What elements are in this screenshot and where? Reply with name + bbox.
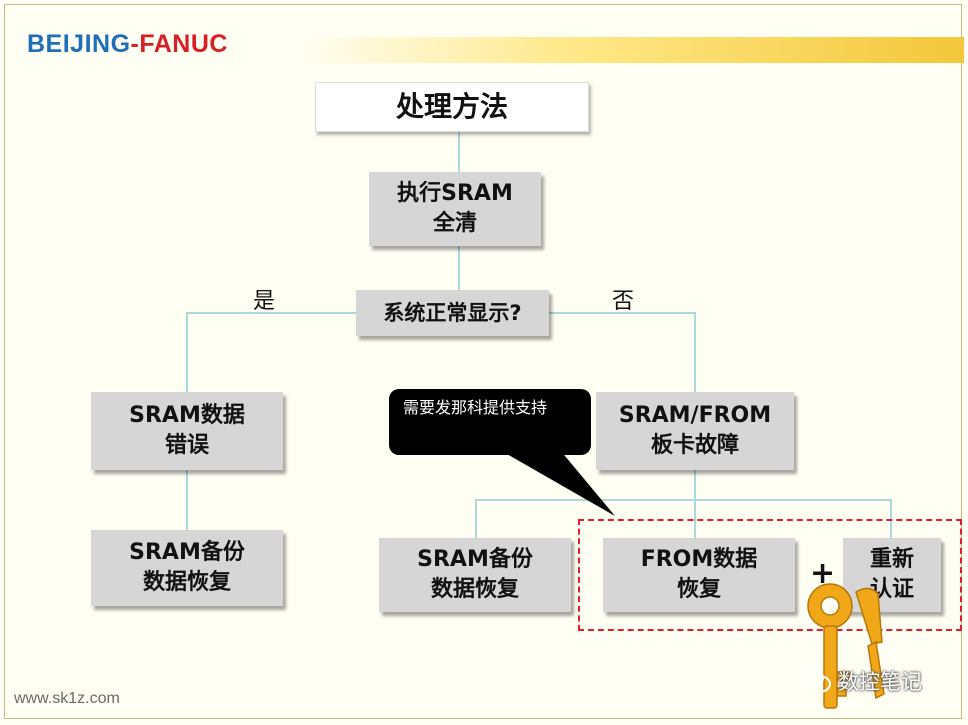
title-box: 处理方法	[315, 82, 589, 132]
left-cause-line-1: SRAM数据	[129, 403, 245, 428]
header-gradient-bar	[300, 37, 964, 63]
wechat-icon	[800, 668, 831, 693]
right-cause-line-1: SRAM/FROM	[618, 403, 772, 428]
left-cause-box: SRAM数据 错误	[91, 392, 283, 470]
key-figure-icon	[807, 583, 885, 709]
decision-box: 系统正常显示?	[356, 290, 549, 336]
support-callout: 需要发那科提供支持	[389, 389, 591, 455]
logo-fanuc: FANUC	[139, 30, 228, 58]
logo: BEIJING-FANUC	[27, 30, 228, 59]
left-action-line-2: 数据恢复	[142, 570, 231, 595]
hardware-action-group	[578, 519, 962, 631]
right-cause-line-2: 板卡故障	[650, 433, 739, 458]
right-action-from-box: FROM数据 恢复	[603, 538, 795, 612]
logo-separator: -	[130, 30, 140, 58]
right-action-reauth-line-1: 重新	[869, 547, 914, 572]
logo-beijing: BEIJING	[27, 30, 131, 58]
callout-text: 需要发那科提供支持	[403, 398, 548, 417]
watermark: 数控笔记	[800, 666, 922, 696]
footer-url: www.sk1z.com	[14, 690, 120, 707]
step-sram-clear: 执行SRAM 全清	[369, 172, 541, 246]
step-line-1: 执行SRAM	[397, 181, 513, 206]
right-action-sram-line-1: SRAM备份	[417, 547, 533, 572]
yes-label: 是	[253, 289, 276, 314]
connector-no	[549, 312, 696, 392]
watermark-text: 数控笔记	[838, 670, 922, 694]
decision-text: 系统正常显示?	[383, 301, 522, 325]
left-action-line-1: SRAM备份	[129, 540, 245, 565]
step-line-2: 全清	[432, 211, 477, 236]
title-text: 处理方法	[395, 90, 508, 123]
right-action-sram-box: SRAM备份 数据恢复	[379, 538, 571, 612]
right-cause-box: SRAM/FROM 板卡故障	[596, 392, 794, 470]
callout-pointer	[500, 450, 615, 516]
plus-sign: +	[810, 556, 836, 591]
no-label: 否	[612, 289, 635, 314]
right-action-from-line-1: FROM数据	[640, 547, 758, 572]
connector-yes	[186, 312, 356, 392]
left-cause-line-2: 错误	[164, 433, 209, 458]
right-action-sram-line-2: 数据恢复	[430, 577, 519, 602]
right-action-from-line-2: 恢复	[676, 577, 721, 602]
slide-frame	[4, 4, 962, 719]
left-action-box: SRAM备份 数据恢复	[91, 530, 283, 606]
